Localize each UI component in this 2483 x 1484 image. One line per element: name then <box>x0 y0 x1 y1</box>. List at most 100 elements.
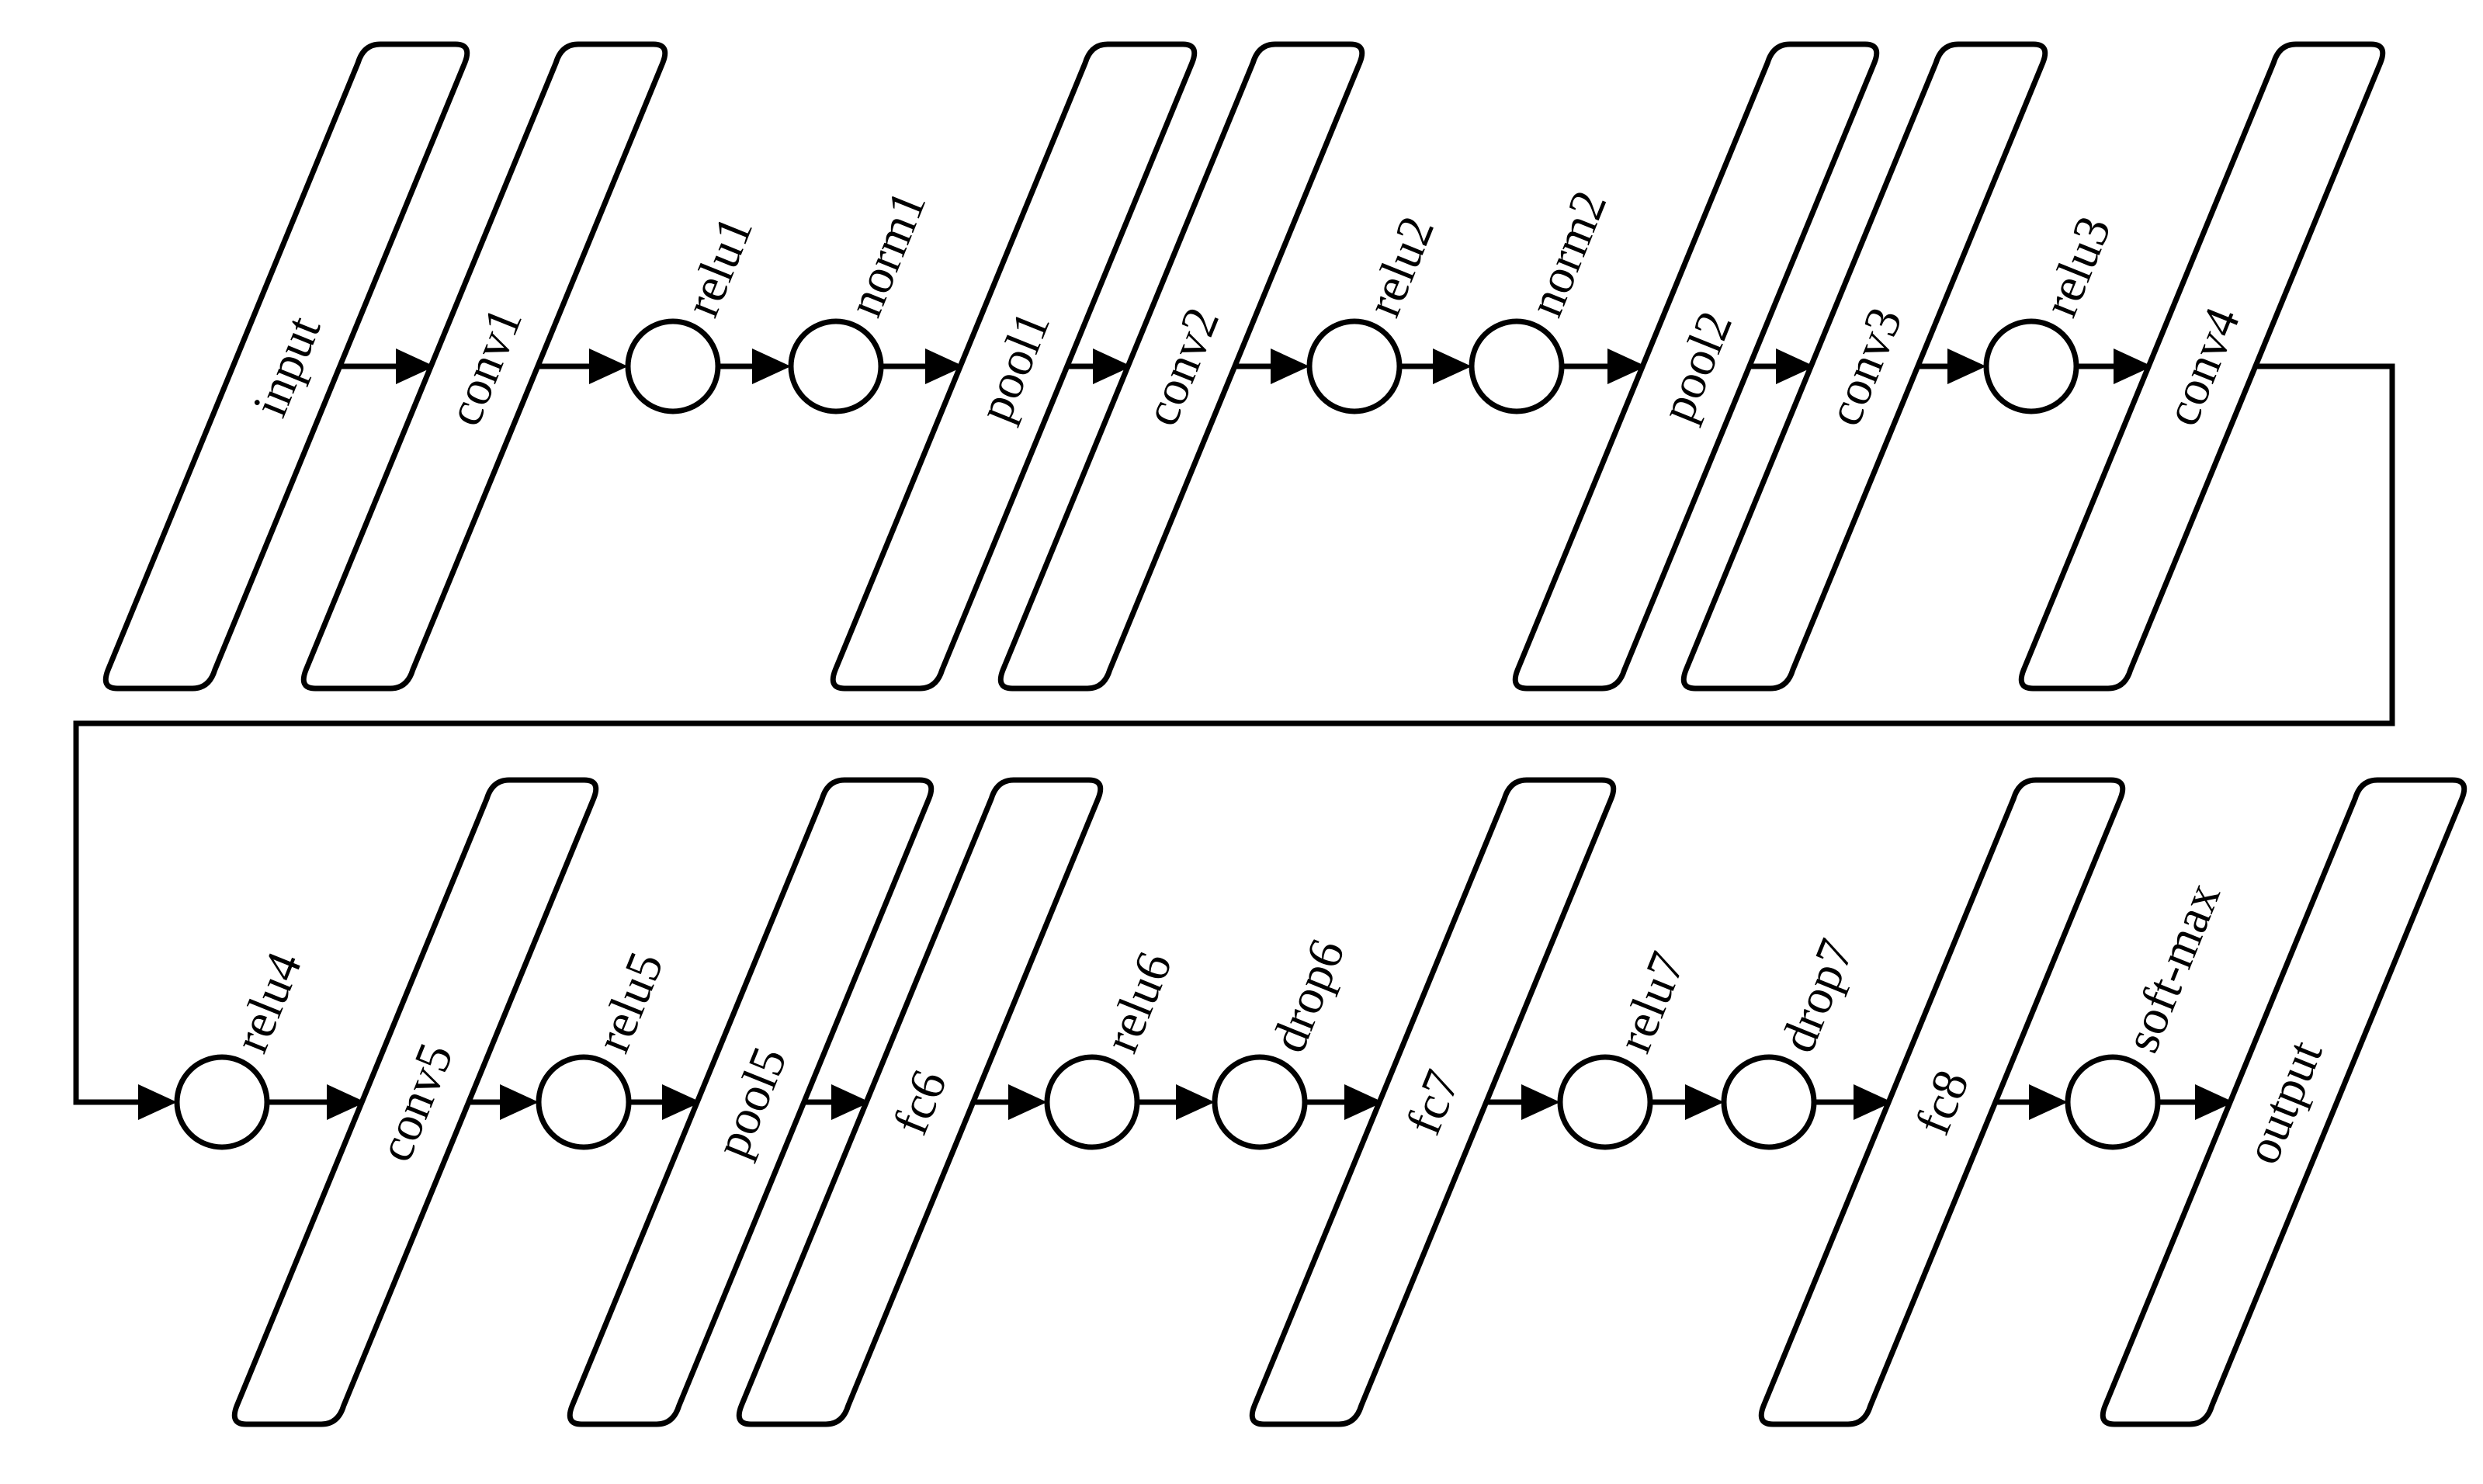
op-circle <box>1721 1054 1817 1150</box>
op-node-drop7: drop7 <box>1721 931 1864 1150</box>
op-label: relu5 <box>584 945 674 1060</box>
op-circle <box>1983 318 2079 414</box>
op-node-norm1: norm1 <box>788 183 937 414</box>
op-label: norm2 <box>1517 183 1617 324</box>
arrowhead-icon <box>138 1084 177 1120</box>
op-node-norm2: norm2 <box>1469 183 1618 414</box>
layer-box <box>1758 777 2126 1427</box>
arrow-relu5-pool5 <box>629 1084 701 1120</box>
layer-box <box>1512 41 1880 692</box>
arrowhead-icon <box>1685 1084 1724 1120</box>
arrowhead-icon <box>1854 1084 1892 1120</box>
layer-conv4: conv4 <box>2018 41 2386 692</box>
arrowhead-icon <box>327 1084 366 1120</box>
layer-pool2: pool2 <box>1512 41 1880 692</box>
op-label: soft-max <box>2114 875 2231 1060</box>
layer-input: input <box>102 41 470 692</box>
arrow-relu2-norm2 <box>1399 348 1472 384</box>
arrowhead-icon <box>2195 1084 2234 1120</box>
arrow-norm1-pool1 <box>881 348 964 384</box>
op-node-relu3: relu3 <box>1983 209 2121 414</box>
op-label: relu7 <box>1606 945 1695 1060</box>
layer-box <box>231 777 599 1427</box>
op-node-relu2: relu2 <box>1306 209 1444 414</box>
layer-box <box>300 41 668 692</box>
layer-conv3: conv3 <box>1680 41 2048 692</box>
op-circle <box>1212 1054 1308 1150</box>
op-label: drop6 <box>1261 931 1355 1059</box>
op-circle <box>1306 318 1403 414</box>
arrowhead-icon <box>752 348 791 384</box>
layer-fc6: fc6 <box>736 777 1104 1427</box>
op-label: relu2 <box>1355 209 1444 324</box>
op-node-relu5: relu5 <box>536 945 674 1150</box>
arrowhead-icon <box>500 1084 539 1120</box>
op-node-drop6: drop6 <box>1212 931 1355 1150</box>
layer-box <box>2100 777 2467 1427</box>
arrow-drop6-fc7 <box>1305 1084 1383 1120</box>
layer-box <box>1680 41 2048 692</box>
op-node-relu7: relu7 <box>1557 945 1695 1150</box>
layer-pool1: pool1 <box>830 41 1198 692</box>
arrow-relu4-conv5 <box>267 1084 366 1120</box>
op-label: norm1 <box>837 183 936 324</box>
op-circle <box>174 1054 270 1150</box>
layer-box <box>997 41 1365 692</box>
arrowhead-icon <box>589 348 628 384</box>
arrowhead-icon <box>1344 1084 1383 1120</box>
op-circle <box>625 318 721 414</box>
arrowhead-icon <box>2114 348 2152 384</box>
arrowhead-icon <box>1271 348 1309 384</box>
op-label: relu6 <box>1093 945 1182 1060</box>
op-label: relu4 <box>223 945 312 1060</box>
arrow-drop7-fc8 <box>1814 1084 1892 1120</box>
op-circle <box>1469 318 1565 414</box>
layer-box <box>2018 41 2386 692</box>
arrow-conv2-relu2 <box>1231 348 1309 384</box>
arrowhead-icon <box>2029 1084 2068 1120</box>
arrow-conv1-relu1 <box>534 348 628 384</box>
layer-output: output <box>2100 777 2467 1427</box>
op-circle <box>788 318 884 414</box>
arrowhead-icon <box>831 1084 870 1120</box>
layer-pool5: pool5 <box>567 777 935 1427</box>
layer-conv5: conv5 <box>231 777 599 1427</box>
layer-fc7: fc7 <box>1249 777 1617 1427</box>
arrow-input-conv1 <box>336 348 435 384</box>
arrowhead-icon <box>1776 348 1815 384</box>
op-circle <box>1557 1054 1653 1150</box>
wrap-line <box>73 363 2395 1105</box>
op-circle <box>536 1054 632 1150</box>
arrow-norm2-pool2 <box>1562 348 1646 384</box>
arrow-fc6-relu6 <box>969 1084 1047 1120</box>
layer-box <box>736 777 1104 1427</box>
arrowhead-icon <box>662 1084 701 1120</box>
layer-conv2: conv2 <box>997 41 1365 692</box>
arrowhead-icon <box>925 348 964 384</box>
arrowhead-icon <box>1093 348 1132 384</box>
op-label: relu1 <box>674 209 763 324</box>
arrowhead-icon <box>1176 1084 1215 1120</box>
arrowhead-icon <box>1433 348 1472 384</box>
arrow-fc7-relu7 <box>1483 1084 1560 1120</box>
row-wrap-connector <box>73 363 2395 1120</box>
layer-box <box>1249 777 1617 1427</box>
arrowhead-icon <box>1521 1084 1560 1120</box>
op-node-relu6: relu6 <box>1044 945 1182 1150</box>
op-circle <box>2065 1054 2161 1150</box>
layer-box <box>102 41 470 692</box>
op-node-relu1: relu1 <box>625 209 763 414</box>
arrow-relu3-conv4 <box>2076 348 2152 384</box>
arrowhead-icon <box>1008 1084 1047 1120</box>
op-circle <box>1044 1054 1140 1150</box>
layer-fc8: fc8 <box>1758 777 2126 1427</box>
op-label: relu3 <box>2032 209 2121 324</box>
arrow-soft-max-output <box>2158 1084 2234 1120</box>
op-label: drop7 <box>1770 931 1864 1059</box>
arrow-relu7-drop7 <box>1650 1084 1724 1120</box>
arrowhead-icon <box>1607 348 1646 384</box>
connectors <box>73 348 2395 1120</box>
arrowhead-icon <box>396 348 435 384</box>
